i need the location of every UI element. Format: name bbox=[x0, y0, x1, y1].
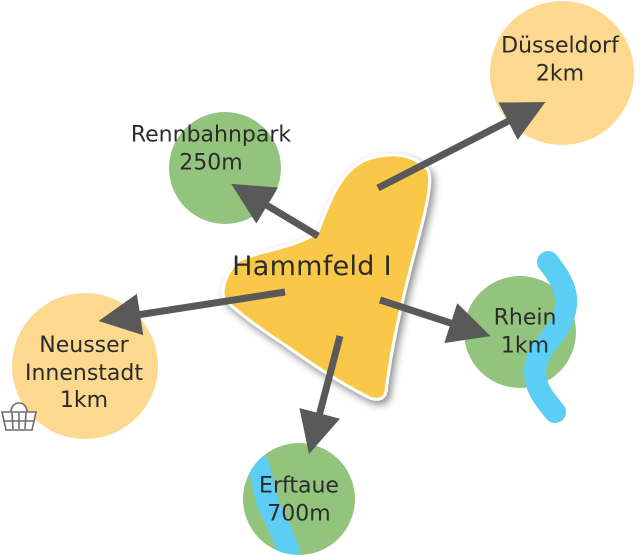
river-icon bbox=[523, 251, 578, 423]
rennbahnpark-distance: 250m bbox=[179, 150, 243, 175]
erftaue-label: Erftaue 700m bbox=[259, 473, 339, 528]
duesseldorf-label: Düsseldorf 2km bbox=[501, 33, 619, 88]
arrow-to-neusser-innenstadt bbox=[98, 288, 286, 336]
rhein-distance: 1km bbox=[500, 333, 550, 358]
neusser-innenstadt-name-line2: Innenstadt bbox=[24, 360, 144, 386]
area-label: Hammfeld I bbox=[232, 250, 392, 284]
duesseldorf-name: Düsseldorf bbox=[501, 33, 619, 59]
arrow-to-rennbahnpark bbox=[231, 183, 320, 240]
area-name: Hammfeld I bbox=[232, 251, 392, 283]
erftaue-name: Erftaue bbox=[259, 473, 339, 499]
neusser-innenstadt-distance: 1km bbox=[59, 387, 109, 413]
arrow-to-duesseldorf bbox=[376, 102, 546, 192]
arrow-to-erftaue bbox=[299, 335, 344, 454]
basket-icon bbox=[1, 402, 37, 431]
arrow-to-rhein bbox=[378, 296, 491, 344]
rhein-label: Rhein 1km bbox=[494, 305, 557, 360]
rennbahnpark-name: Rennbahnpark bbox=[130, 122, 292, 148]
rhein-name: Rhein bbox=[493, 305, 557, 331]
neusser-innenstadt-label: Neusser Innenstadt 1km bbox=[25, 332, 143, 415]
neusser-innenstadt-name-line1: Neusser bbox=[39, 332, 129, 358]
hammfeld-area bbox=[221, 153, 432, 401]
erftaue-distance: 700m bbox=[267, 501, 331, 526]
duesseldorf-distance: 2km bbox=[535, 61, 585, 86]
river-icon bbox=[243, 443, 301, 555]
rennbahnpark-label: Rennbahnpark 250m bbox=[131, 122, 291, 177]
